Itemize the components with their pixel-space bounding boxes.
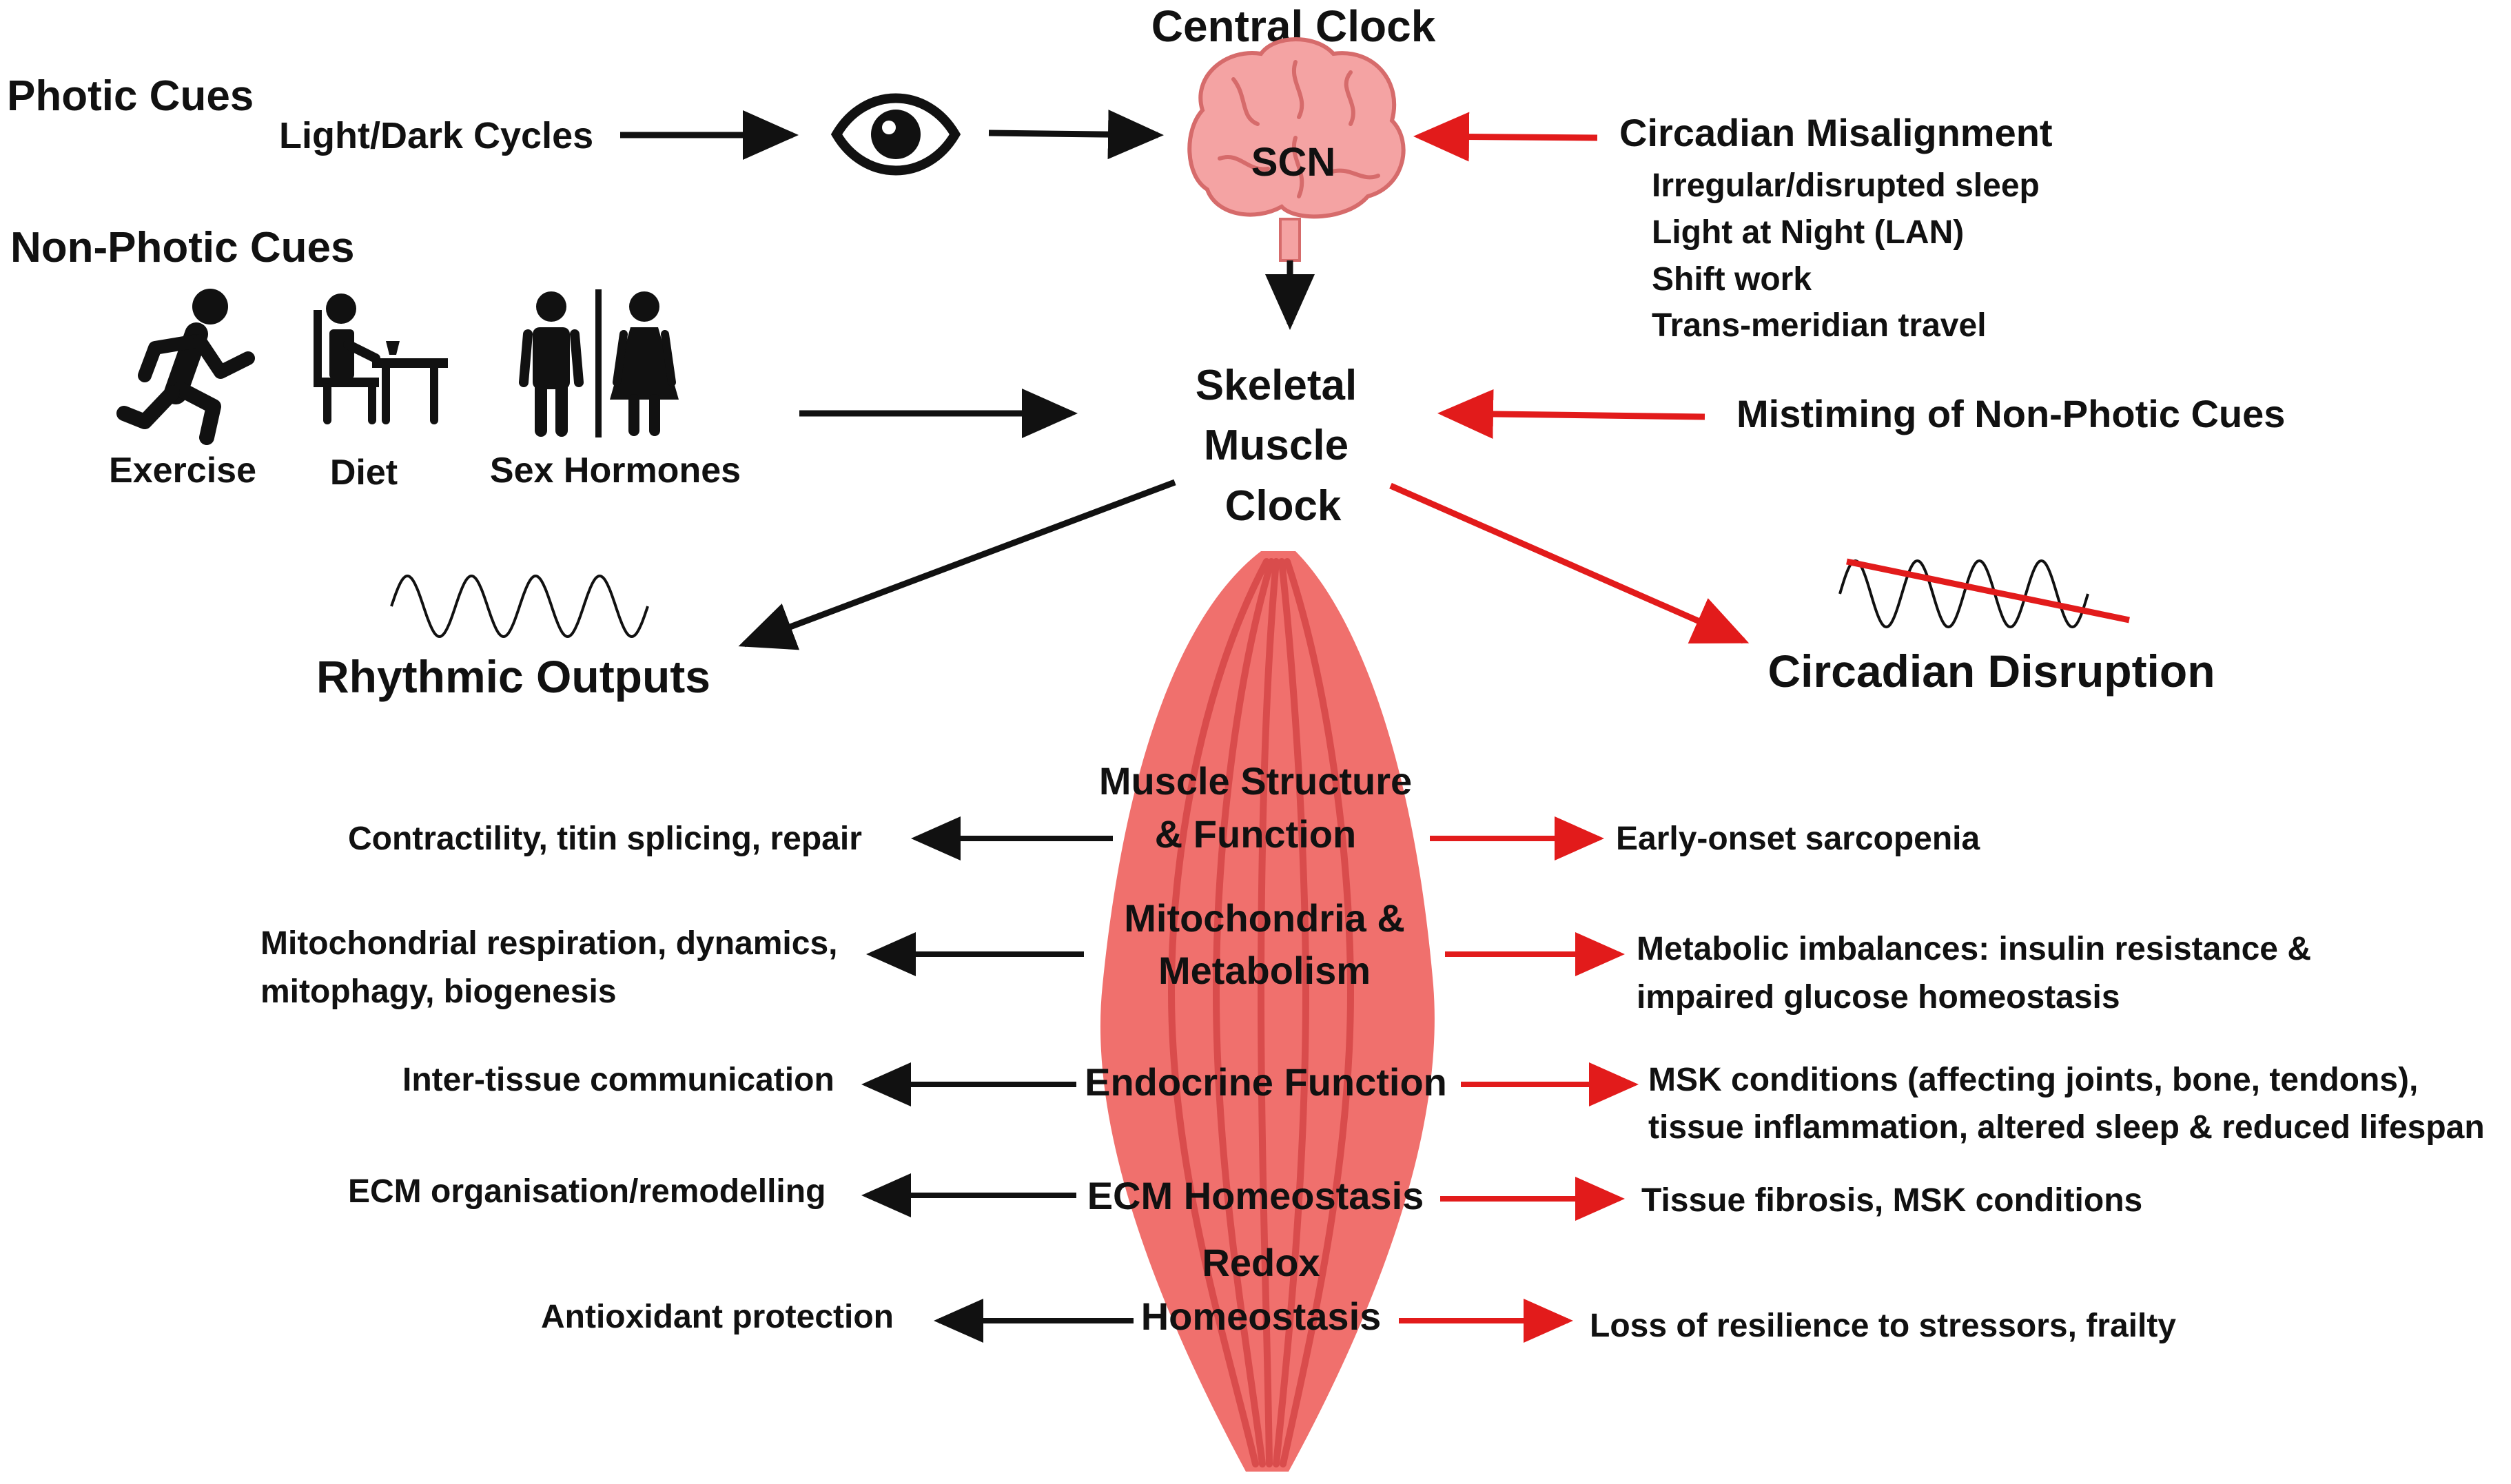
function-label: Homeostasis [1141,1295,1382,1338]
circadian-disruption-label: Circadian Disruption [1767,646,2215,697]
arrow-eye-to-scn [988,110,1164,160]
man-woman-icon [519,289,679,437]
disruption-outcome-text: Loss of resilience to stressors, frailty [1590,1308,2176,1344]
rhythmic-outputs-label: Rhythmic Outputs [316,651,710,702]
disruption-outcome-text: Early-onset sarcopenia [1616,821,1980,857]
rhythmic-output-text: Inter-tissue communication [402,1062,834,1098]
misalignment-item: Trans-meridian travel [1652,307,1987,344]
misalignment-item: Shift work [1652,261,1812,298]
scn-label: SCN [1251,140,1335,185]
brain-icon [1187,37,1406,262]
mistiming-label: Mistiming of Non-Photic Cues [1736,392,2285,435]
circadian-misalignment-heading: Circadian Misalignment [1619,111,2053,154]
misalignment-item: Light at Night (LAN) [1652,214,1964,251]
running-person-icon [116,289,255,445]
rhythmic-output-text: mitophagy, biogenesis [260,973,617,1010]
function-label: & Function [1155,812,1356,856]
function-label: Metabolism [1158,949,1371,992]
diner-at-table-icon [314,293,448,424]
light-dark-cycles-label: Light/Dark Cycles [279,115,593,156]
arrow-clock-to-rhythmic-outputs [738,479,1176,650]
arrow-mistiming-to-muscle-clock [1437,389,1705,439]
function-label: ECM Homeostasis [1087,1174,1424,1217]
diet-label: Diet [330,453,398,493]
rhythmic-output-text: Contractility, titin splicing, repair [348,821,862,857]
photic-cues-heading: Photic Cues [7,72,254,120]
disruption-outcome-text: Tissue fibrosis, MSK conditions [1641,1182,2142,1219]
disruption-outcome-text: tissue inflammation, altered sleep & red… [1648,1109,2485,1146]
arrow-clock-to-circadian-disruption [1389,482,1750,644]
skeletal-muscle-clock-title: Clock [1225,482,1342,530]
function-label: Muscle Structure [1099,759,1412,803]
sine-wave-icon [390,574,649,639]
non-photic-cues-heading: Non-Photic Cues [10,224,354,271]
function-label: Mitochondria & [1124,896,1405,940]
disruption-outcome-text: MSK conditions (affecting joints, bone, … [1648,1062,2418,1098]
rhythmic-output-text: Antioxidant protection [541,1299,894,1335]
disruption-outcome-text: impaired glucose homeostasis [1637,979,2120,1016]
muscle-icon [1100,551,1435,1472]
function-label: Endocrine Function [1085,1060,1447,1104]
rhythmic-output-text: ECM organisation/remodelling [348,1173,826,1210]
skeletal-muscle-clock-title: Skeletal [1196,362,1357,409]
rhythmic-output-text: Mitochondrial respiration, dynamics, [260,925,838,962]
disruption-outcome-text: Metabolic imbalances: insulin resistance… [1637,931,2311,967]
function-label: Redox [1202,1241,1320,1284]
sex-hormones-label: Sex Hormones [490,451,741,491]
exercise-label: Exercise [109,451,256,491]
arrow-misalignment-to-scn [1413,112,1598,162]
eye-icon [830,93,961,176]
disrupted-wave-icon [1838,558,2130,629]
skeletal-muscle-clock-title: Muscle [1204,422,1349,469]
misalignment-item: Irregular/disrupted sleep [1652,167,2040,204]
